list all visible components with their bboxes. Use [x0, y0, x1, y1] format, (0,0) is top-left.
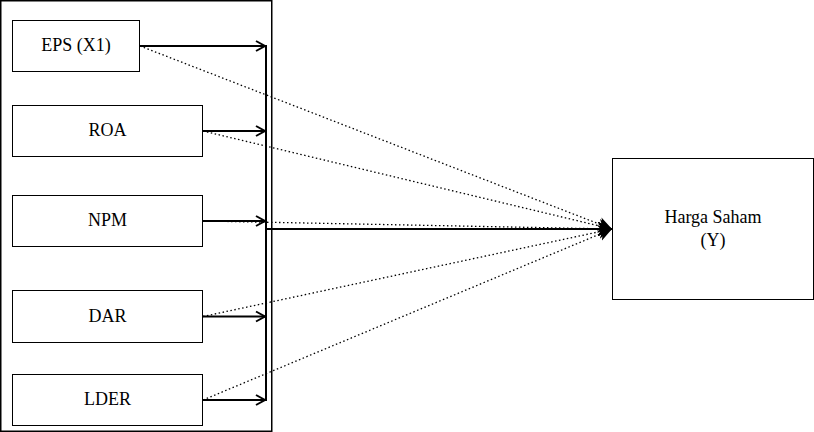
group-frame: [1, 1, 272, 432]
dependent-variable-box: Harga Saham (Y): [612, 158, 814, 300]
variable-box: LDER: [12, 374, 203, 426]
bus-arrowhead: [256, 126, 265, 136]
merge-arrow: [203, 229, 612, 317]
bus-arrowhead: [256, 216, 265, 226]
variable-box: ROA: [12, 105, 203, 157]
variable-box: DAR: [12, 290, 203, 343]
node-label: LDER: [84, 388, 131, 411]
merge-arrow: [140, 46, 612, 229]
bus-arrowhead: [256, 395, 265, 405]
bus-arrowhead: [256, 312, 265, 322]
merge-arrow: [203, 131, 612, 229]
variable-box: NPM: [12, 195, 203, 247]
merge-arrow: [203, 229, 612, 400]
dotted-arrow: [140, 46, 612, 229]
dotted-arrow: [203, 229, 612, 400]
node-label: ROA: [88, 119, 126, 142]
bus-arrowhead: [256, 41, 265, 51]
node-label: NPM: [88, 209, 127, 232]
node-label: Harga Saham (Y): [657, 206, 769, 253]
node-label: EPS (X1): [41, 34, 111, 57]
variable-box: EPS (X1): [12, 20, 140, 72]
dotted-arrow: [203, 131, 612, 229]
dotted-arrow: [203, 229, 612, 317]
node-label: DAR: [88, 305, 126, 328]
